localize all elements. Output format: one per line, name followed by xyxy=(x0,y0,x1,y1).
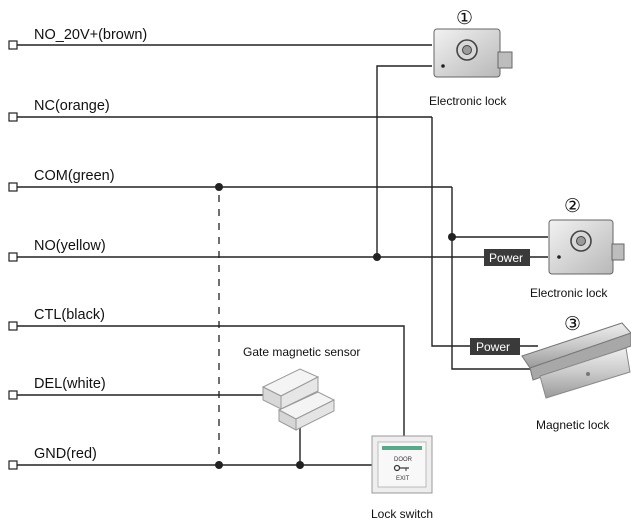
terminal-label: NO_20V+(brown) xyxy=(34,27,147,43)
device-marker: ③ xyxy=(564,313,581,335)
gate-magnetic-sensor: Gate magnetic sensor xyxy=(243,345,360,431)
terminal-square xyxy=(8,182,18,192)
device-caption: Lock switch xyxy=(371,507,433,520)
terminal-label: NC(orange) xyxy=(34,98,110,114)
device-caption: Electronic lock xyxy=(530,286,608,300)
power-text: Power xyxy=(476,340,510,354)
junction-dot xyxy=(296,461,304,469)
magnetic-lock: ③ Magnetic lock xyxy=(521,313,631,432)
terminal-square xyxy=(8,321,18,331)
wire-ctl xyxy=(14,325,405,438)
wires xyxy=(14,44,548,466)
electronic-lock-1: ① Electronic lock xyxy=(429,7,513,108)
terminal-label: CTL(black) xyxy=(34,307,105,323)
terminal-label: DEL(white) xyxy=(34,376,106,392)
junction-dot xyxy=(215,183,223,191)
device-marker: ② xyxy=(564,195,581,217)
terminal-label: COM(green) xyxy=(34,168,115,184)
wire-com-drop xyxy=(451,187,532,370)
junctions xyxy=(215,183,456,469)
power-label-1: Power xyxy=(484,249,530,266)
device-caption: Magnetic lock xyxy=(536,418,610,432)
terminal-square xyxy=(8,40,18,50)
electronic-lock-2: ② Electronic lock xyxy=(530,195,625,300)
terminal-square xyxy=(8,252,18,262)
terminal-square xyxy=(8,390,18,400)
wire-nc-to-maglock xyxy=(431,117,470,347)
power-label-2: Power xyxy=(470,338,520,355)
device-caption: Electronic lock xyxy=(429,94,507,108)
device-caption: Gate magnetic sensor xyxy=(243,345,360,359)
terminal-label: NO(yellow) xyxy=(34,238,106,254)
wire-no-to-lock1 xyxy=(376,65,432,257)
power-text: Power xyxy=(489,251,523,265)
switch-plate-text: EXIT xyxy=(396,476,410,482)
junction-dot xyxy=(215,461,223,469)
switch-plate-text: DOOR xyxy=(394,457,413,463)
terminal-square xyxy=(8,112,18,122)
lock-switch: DOOR EXIT Lock switch xyxy=(371,435,433,520)
device-marker: ① xyxy=(456,7,473,29)
terminal-square xyxy=(8,460,18,470)
terminal-list: NO_20V+(brown) NC(orange) COM(green) NO(… xyxy=(8,27,147,470)
junction-dot xyxy=(448,233,456,241)
junction-dot xyxy=(373,253,381,261)
terminal-label: GND(red) xyxy=(34,446,97,462)
